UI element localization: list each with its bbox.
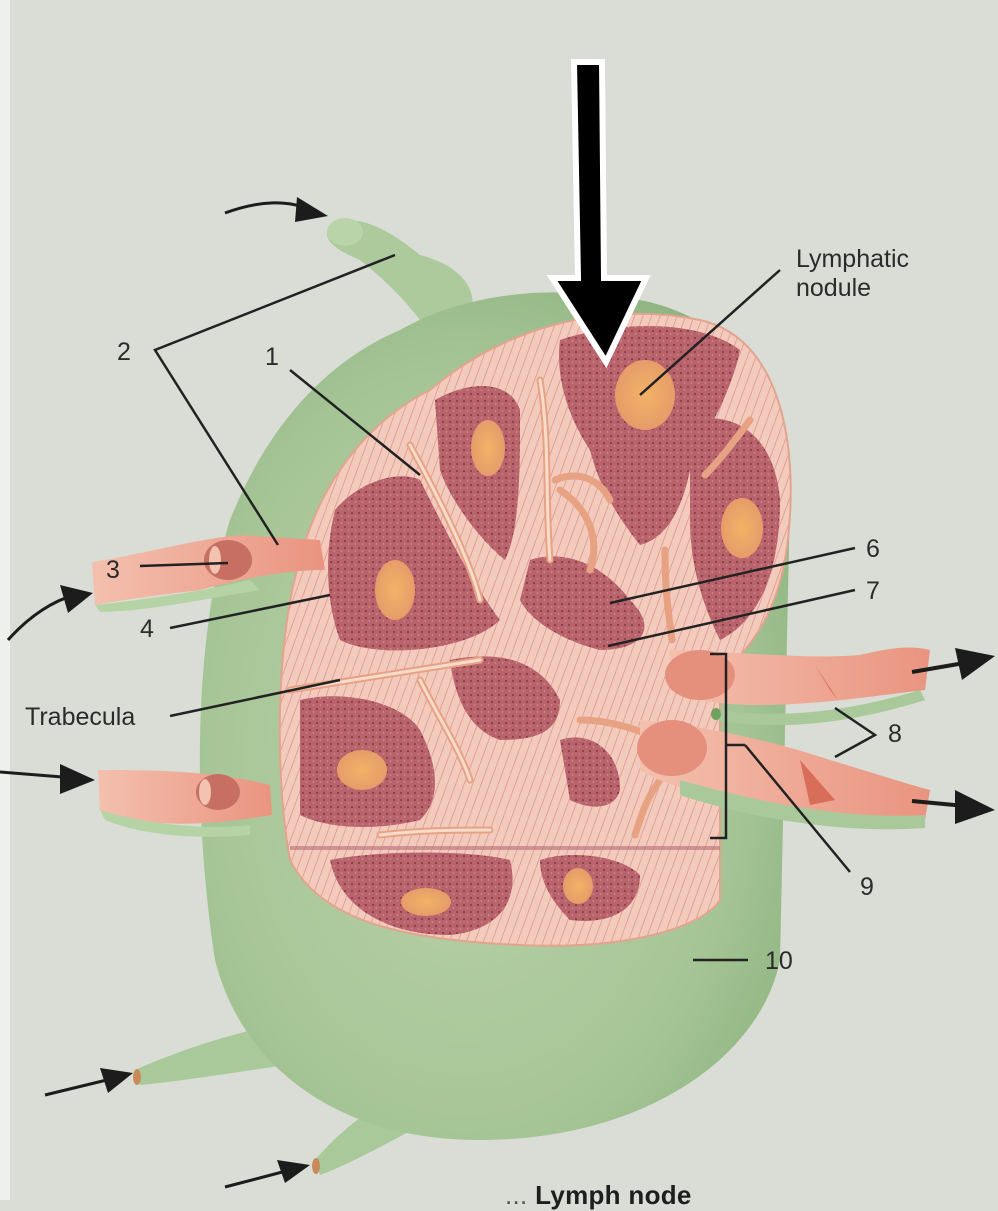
label-9: 9 [860,873,874,901]
afferent-vessel-top [326,218,473,320]
caption-prefix: ... [505,1180,536,1210]
label-4: 4 [140,615,154,643]
label-lymphatic-nodule-line2: nodule [796,273,872,302]
label-trabecula: Trabecula [25,703,136,731]
label-3: 3 [106,556,120,584]
label-2: 2 [117,338,131,366]
label-10: 10 [765,947,793,975]
label-7: 7 [866,577,880,605]
label-lymphatic-nodule-line1: Lymphatic [796,245,910,273]
leader-lines [139,253,878,962]
label-6: 6 [866,535,880,563]
flow-arrows [0,197,995,1189]
afferent-vessel-3 [92,535,325,612]
afferent-vessel-lower-left [98,770,272,837]
figure-caption: ... Lymph node [505,1180,692,1211]
label-1: 1 [265,343,279,371]
efferent-vessels [637,647,930,830]
highlight-arrow [546,59,651,369]
label-8: 8 [888,720,902,748]
label-lymphatic-nodule: Lymphatic nodule [796,245,909,303]
caption-text: Lymph node [535,1180,692,1210]
